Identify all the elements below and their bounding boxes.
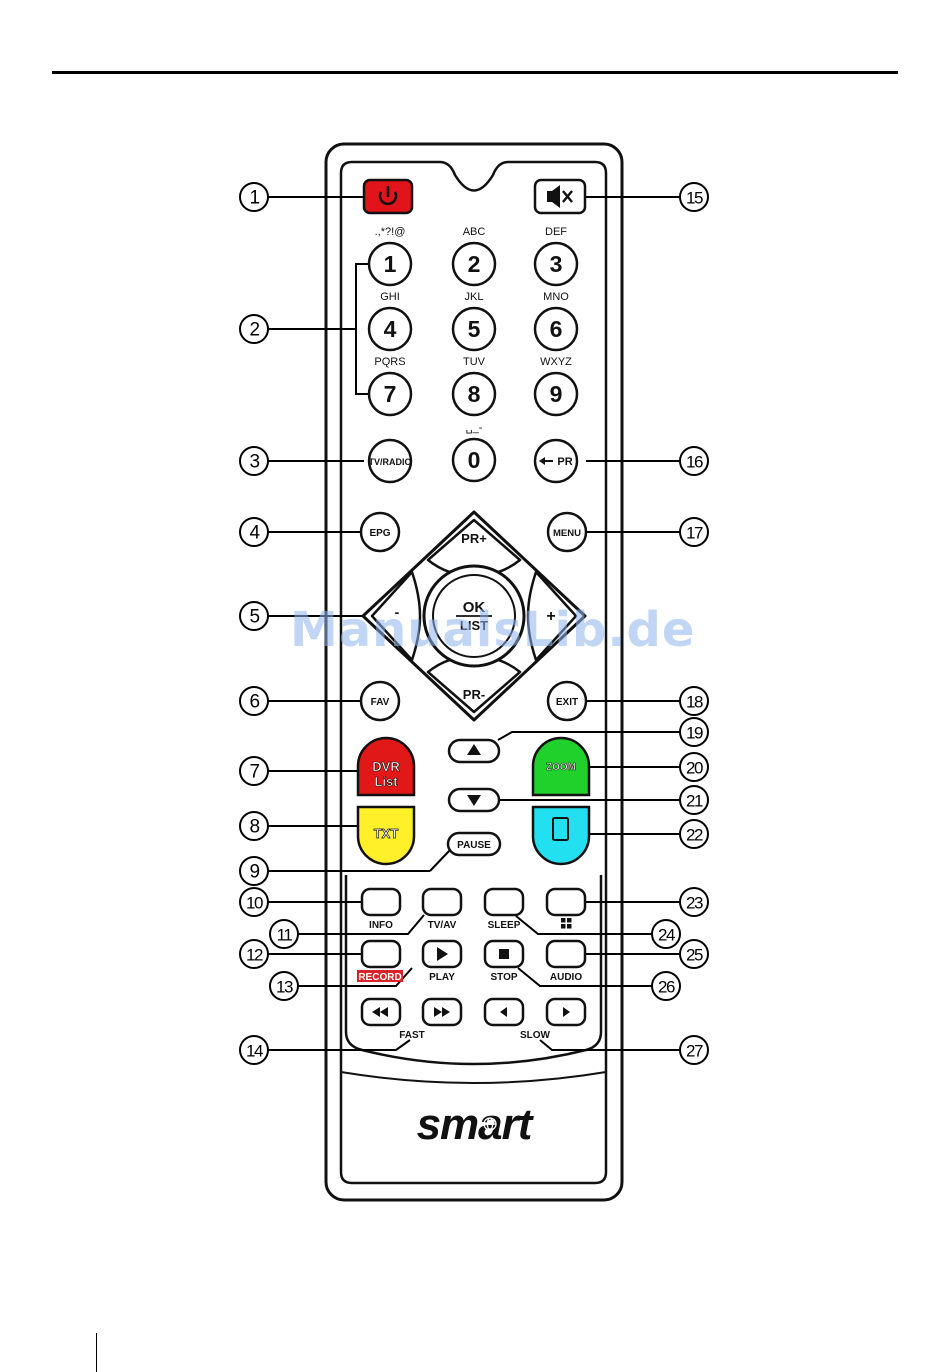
fast-label: FAST xyxy=(399,1030,425,1041)
tv-av-label: TV/AV xyxy=(428,920,457,931)
exit-label: EXIT xyxy=(556,697,578,708)
audio-button[interactable] xyxy=(547,941,585,967)
number-key-6-letters: MNO xyxy=(543,291,569,303)
number-key-8-letters: TUV xyxy=(463,356,486,368)
recall-pr-label: PR xyxy=(557,456,572,468)
tv-radio-label: TV/RADIO xyxy=(368,457,411,467)
callout-23: 23 xyxy=(686,894,703,913)
callout-6: 6 xyxy=(249,692,259,713)
info-label: INFO xyxy=(369,920,393,931)
txt-label: TXT xyxy=(374,826,399,841)
number-key-1-digit: 1 xyxy=(384,251,397,277)
audio-label: AUDIO xyxy=(550,972,582,983)
callout-12: 12 xyxy=(246,946,263,965)
pr-plus-label: PR+ xyxy=(461,531,487,546)
number-key-7-letters: PQRS xyxy=(374,356,405,368)
callout-7: 7 xyxy=(249,762,259,783)
callout-17: 17 xyxy=(686,524,703,543)
stop-label: STOP xyxy=(490,972,517,983)
brand-logo: smart xyxy=(417,1100,535,1149)
sleep-button[interactable] xyxy=(485,889,523,915)
pause-label: PAUSE xyxy=(457,840,491,851)
callout-8: 8 xyxy=(249,817,259,838)
callout-15: 15 xyxy=(686,189,703,208)
number-key-0-digit: 0 xyxy=(468,447,481,473)
sleep-label: SLEEP xyxy=(488,920,521,931)
record-button[interactable] xyxy=(362,941,400,967)
stop-icon xyxy=(499,949,509,959)
number-key-2-digit: 2 xyxy=(468,251,481,277)
callout-27: 27 xyxy=(686,1042,703,1061)
callout-2: 2 xyxy=(249,320,259,341)
fav-label: FAV xyxy=(371,697,390,708)
play-label: PLAY xyxy=(429,972,455,983)
subtitle-button[interactable] xyxy=(533,807,589,864)
callout-20: 20 xyxy=(686,759,703,778)
slow-label: SLOW xyxy=(520,1030,551,1041)
zoom-label: ZOOM xyxy=(546,762,576,773)
watermark: ManualsLib.de xyxy=(290,602,670,658)
callout-19: 19 xyxy=(686,724,703,743)
number-key-5-digit: 5 xyxy=(468,316,481,342)
callout-1: 1 xyxy=(249,188,259,209)
callout-3: 3 xyxy=(249,452,259,473)
number-key-0-letters: ␣_- xyxy=(466,422,483,434)
callout-24: 24 xyxy=(658,926,675,945)
callout-14: 14 xyxy=(246,1042,263,1061)
number-key-9-letters: WXYZ xyxy=(540,356,572,368)
number-key-3-letters: DEF xyxy=(545,226,567,238)
number-key-6-digit: 6 xyxy=(550,316,563,342)
number-key-2-letters: ABC xyxy=(463,226,486,238)
dvr-label: DVR xyxy=(372,759,400,774)
callout-9: 9 xyxy=(249,862,259,883)
callout-22: 22 xyxy=(686,826,703,845)
menu-label: MENU xyxy=(553,528,581,539)
number-key-7-digit: 7 xyxy=(384,381,397,407)
number-key-4-digit: 4 xyxy=(384,316,397,342)
callout-26: 26 xyxy=(658,978,675,997)
callout-16: 16 xyxy=(686,453,703,472)
number-key-8-digit: 8 xyxy=(468,381,481,407)
epg-label: EPG xyxy=(369,528,390,539)
number-key-1-letters: .,*?!@ xyxy=(375,226,406,238)
callout-10: 10 xyxy=(246,894,263,913)
list-sub-label: List xyxy=(374,774,398,789)
tv-av-button[interactable] xyxy=(423,889,461,915)
number-key-5-letters: JKL xyxy=(465,291,484,303)
info-button[interactable] xyxy=(362,889,400,915)
callout-18: 18 xyxy=(686,693,703,712)
callout-21: 21 xyxy=(686,792,703,811)
multiview-button[interactable] xyxy=(547,889,585,915)
pr-minus-label: PR- xyxy=(463,687,485,702)
callout-5: 5 xyxy=(249,607,259,628)
callout-25: 25 xyxy=(686,946,703,965)
number-key-3-digit: 3 xyxy=(550,251,563,277)
callout-13: 13 xyxy=(276,978,293,997)
record-label: RECORD xyxy=(358,972,401,983)
number-key-9-digit: 9 xyxy=(550,381,563,407)
callout-11: 11 xyxy=(277,926,293,945)
number-key-4-letters: GHI xyxy=(380,291,400,303)
